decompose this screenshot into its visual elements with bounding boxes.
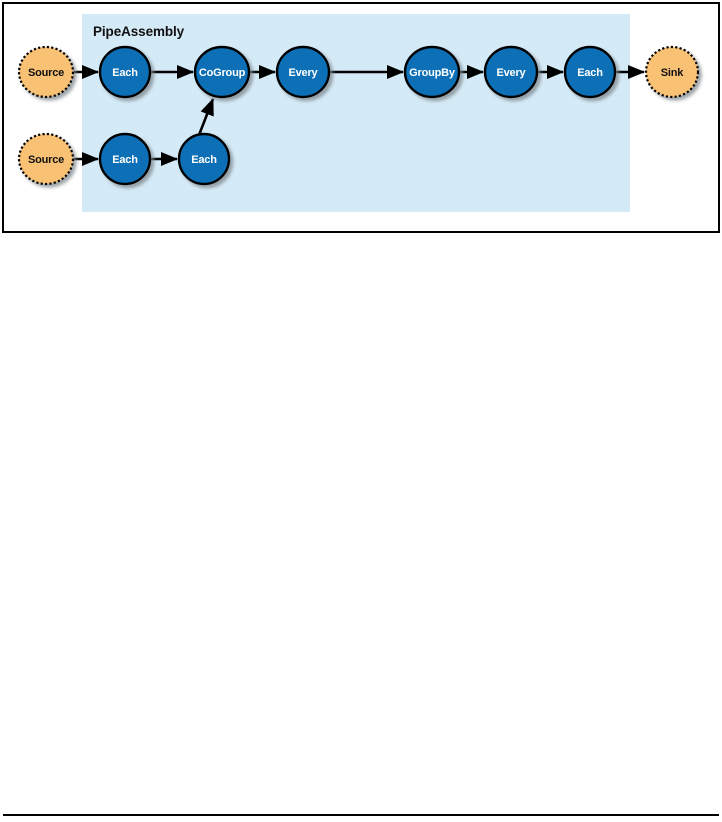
edges-layer [74, 64, 646, 167]
node-label-sink: Sink [661, 67, 685, 79]
node-shape-each-top-2 [563, 45, 617, 99]
node-source-bot[interactable]: Source [17, 132, 75, 186]
node-shape-groupby [403, 45, 461, 99]
node-shape-cogroup [193, 45, 251, 99]
node-label-groupby: GroupBy [409, 67, 456, 79]
flow-edge-each-bot-2-to-cogroup [197, 98, 215, 136]
node-shape-every-2 [483, 45, 539, 99]
node-each-bot-1[interactable]: Each [98, 132, 152, 186]
node-shape-source-top [17, 45, 75, 99]
pipe-assembly-title: PipeAssembly [93, 24, 185, 39]
node-each-top-1[interactable]: Each [98, 45, 152, 99]
node-label-each-bot-2: Each [191, 154, 217, 166]
pipe-assembly-container [82, 14, 630, 212]
node-label-source-top: Source [28, 67, 64, 79]
node-every-2[interactable]: Every [483, 45, 539, 99]
node-shape-each-bot-1 [98, 132, 152, 186]
node-label-each-bot-1: Each [112, 154, 138, 166]
node-shape-source-bot [17, 132, 75, 186]
node-each-top-2[interactable]: Each [563, 45, 617, 99]
pipe-assembly-group-layer: PipeAssembly [82, 14, 630, 212]
node-label-each-top-2: Each [577, 67, 603, 79]
node-groupby[interactable]: GroupBy [403, 45, 461, 99]
node-sink[interactable]: Sink [644, 45, 700, 99]
node-shape-each-top-1 [98, 45, 152, 99]
node-each-bot-2[interactable]: Each [177, 132, 231, 186]
node-shape-every-1 [275, 45, 331, 99]
node-every-1[interactable]: Every [275, 45, 331, 99]
node-label-every-2: Every [497, 67, 527, 79]
node-shape-each-bot-2 [177, 132, 231, 186]
node-cogroup[interactable]: CoGroup [193, 45, 251, 99]
node-label-source-bot: Source [28, 154, 64, 166]
node-label-each-top-1: Each [112, 67, 138, 79]
node-label-cogroup: CoGroup [199, 67, 246, 79]
node-label-every-1: Every [289, 67, 319, 79]
node-source-top[interactable]: Source [17, 45, 75, 99]
node-shape-sink [644, 45, 700, 99]
